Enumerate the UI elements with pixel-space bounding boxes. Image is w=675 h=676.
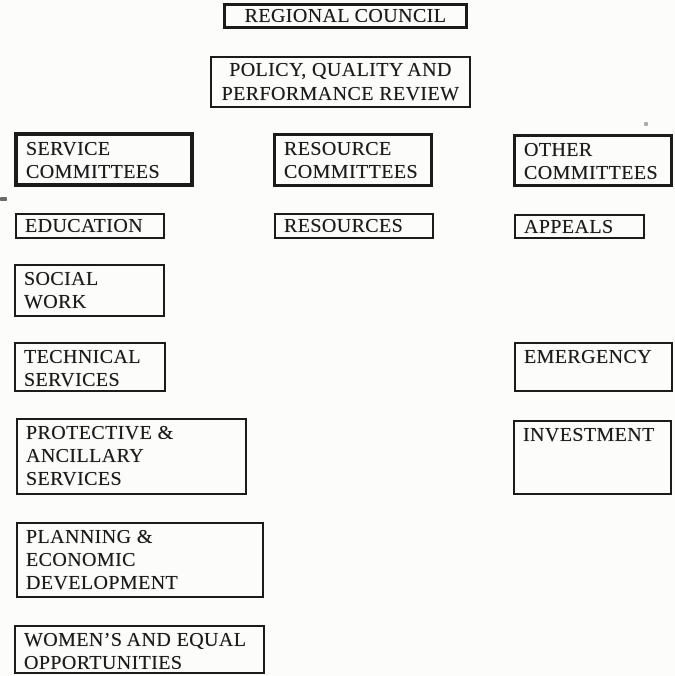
box-planning-economic-development: PLANNING & ECONOMIC DEVELOPMENT <box>16 522 264 598</box>
box-womens-and-equal-opportunities: WOMEN’S AND EQUAL OPPORTUNITIES <box>14 625 265 674</box>
box-emergency: EMERGENCY <box>514 342 673 392</box>
box-service-committees: SERVICE COMMITTEES <box>14 132 194 187</box>
box-regional-council: REGIONAL COUNCIL <box>223 3 468 29</box>
box-social-work: SOCIAL WORK <box>14 264 165 317</box>
box-appeals: APPEALS <box>514 214 645 239</box>
box-resource-committees: RESOURCE COMMITTEES <box>273 133 433 187</box>
scan-artifact <box>644 122 648 126</box>
box-investment: INVESTMENT <box>513 420 672 495</box>
box-technical-services: TECHNICAL SERVICES <box>14 342 166 392</box>
box-education: EDUCATION <box>15 213 165 239</box>
box-resources: RESOURCES <box>274 213 434 239</box>
box-protective-ancillary-services: PROTECTIVE & ANCILLARY SERVICES <box>16 418 247 495</box>
box-other-committees: OTHER COMMITTEES <box>513 134 673 187</box>
box-policy-quality-performance-review: POLICY, QUALITY AND PERFORMANCE REVIEW <box>210 56 471 108</box>
scan-artifact <box>0 197 7 201</box>
